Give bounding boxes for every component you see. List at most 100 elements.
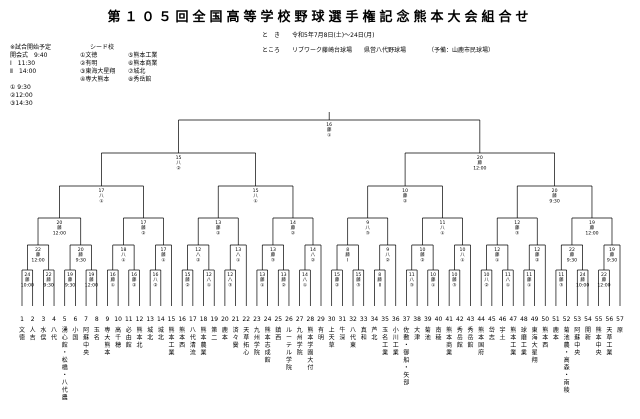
match-site: 八: [253, 194, 258, 199]
match-site: 藤: [552, 192, 557, 199]
match-site: 八: [506, 278, 511, 283]
match-day: 15: [355, 272, 361, 278]
schedule-line: ③14:30: [10, 100, 33, 107]
team-number: 49: [531, 316, 539, 323]
match-time: ②: [420, 257, 424, 263]
match-day: 22: [35, 247, 41, 253]
match-day: 13: [235, 247, 241, 253]
match-day: 8: [346, 247, 349, 253]
team-name: 専大熊本: [104, 326, 110, 357]
schedule-line: ②12:00: [10, 92, 33, 99]
team-name: 熊本農業: [201, 326, 207, 357]
match-site: 藤: [271, 251, 276, 258]
match-site: 藤: [185, 276, 190, 283]
team-name: 牛深: [339, 326, 345, 342]
match-time: ①: [431, 282, 435, 288]
match-site: 藤: [535, 251, 540, 258]
match-site: 藤: [281, 276, 286, 283]
team-name: ルーテル学院: [286, 327, 292, 372]
match-time: ①: [111, 282, 115, 288]
match-time: ①: [527, 282, 531, 288]
match-time: ②: [403, 198, 407, 204]
team-number: 8: [95, 316, 99, 323]
match-site: 八: [385, 253, 390, 258]
match-site: 藤: [46, 276, 51, 283]
match-day: 20: [552, 188, 558, 194]
match-site: 藤: [260, 276, 265, 283]
team-name: 大津: [414, 326, 420, 342]
match-time: ①: [161, 257, 165, 263]
team-name: 開新: [585, 327, 591, 342]
match-time: ②: [132, 282, 136, 288]
team-number: 12: [136, 316, 144, 323]
match-day: 10: [402, 188, 408, 194]
match-site: 八: [365, 226, 370, 231]
team-number: 43: [467, 316, 475, 323]
match-time: ②: [386, 257, 390, 263]
match-time: ②: [335, 282, 339, 288]
team-name: 八代: [51, 327, 57, 342]
match-site: 藤: [345, 251, 350, 258]
match-time: ①: [440, 230, 444, 236]
seed-item: ⑦城北: [128, 68, 146, 75]
match-time: ①: [460, 257, 464, 263]
team-number: 2: [31, 316, 35, 323]
team-number: 7: [84, 316, 88, 323]
match-day: 11: [440, 220, 446, 226]
team-name: 天草拓心: [243, 327, 249, 357]
match-site: 藤: [327, 126, 332, 133]
team-number: 42: [456, 316, 464, 323]
team-number: 3: [41, 316, 45, 323]
team-number: 23: [253, 316, 261, 323]
match-site: 八: [484, 278, 489, 283]
match-day: 13: [215, 220, 221, 226]
match-day: 11: [526, 272, 532, 278]
team-number: 6: [73, 316, 77, 323]
match-day: 14: [290, 220, 296, 226]
match-day: 12: [494, 247, 500, 253]
match-time: ①: [207, 282, 211, 288]
team-name: 九州学院: [254, 326, 260, 357]
match-day: 15: [185, 272, 191, 278]
match-site: 藤: [420, 251, 425, 258]
match-time: ①: [99, 198, 103, 204]
team-name: 芦北: [371, 326, 377, 342]
match-site: 藤: [403, 192, 408, 199]
match-time: Ⅰ: [347, 257, 348, 263]
match-site: 藤: [580, 276, 585, 283]
team-name: 東海大星翔: [532, 326, 538, 364]
match-day: 12: [206, 272, 212, 278]
team-number: 33: [360, 316, 368, 323]
match-time: 9:30: [65, 282, 75, 288]
match-day: 22: [569, 247, 575, 253]
schedule-line: Ⅱ 14:00: [10, 68, 37, 75]
team-name: 済々黌: [233, 326, 239, 349]
match-day: 14: [302, 272, 308, 278]
match-day: 15: [176, 155, 182, 161]
match-time: ②: [153, 282, 157, 288]
match-day: 14: [310, 247, 316, 253]
venue-reserve: （予備：山鹿市民球場）: [428, 47, 495, 54]
match-time: ①: [495, 257, 499, 263]
